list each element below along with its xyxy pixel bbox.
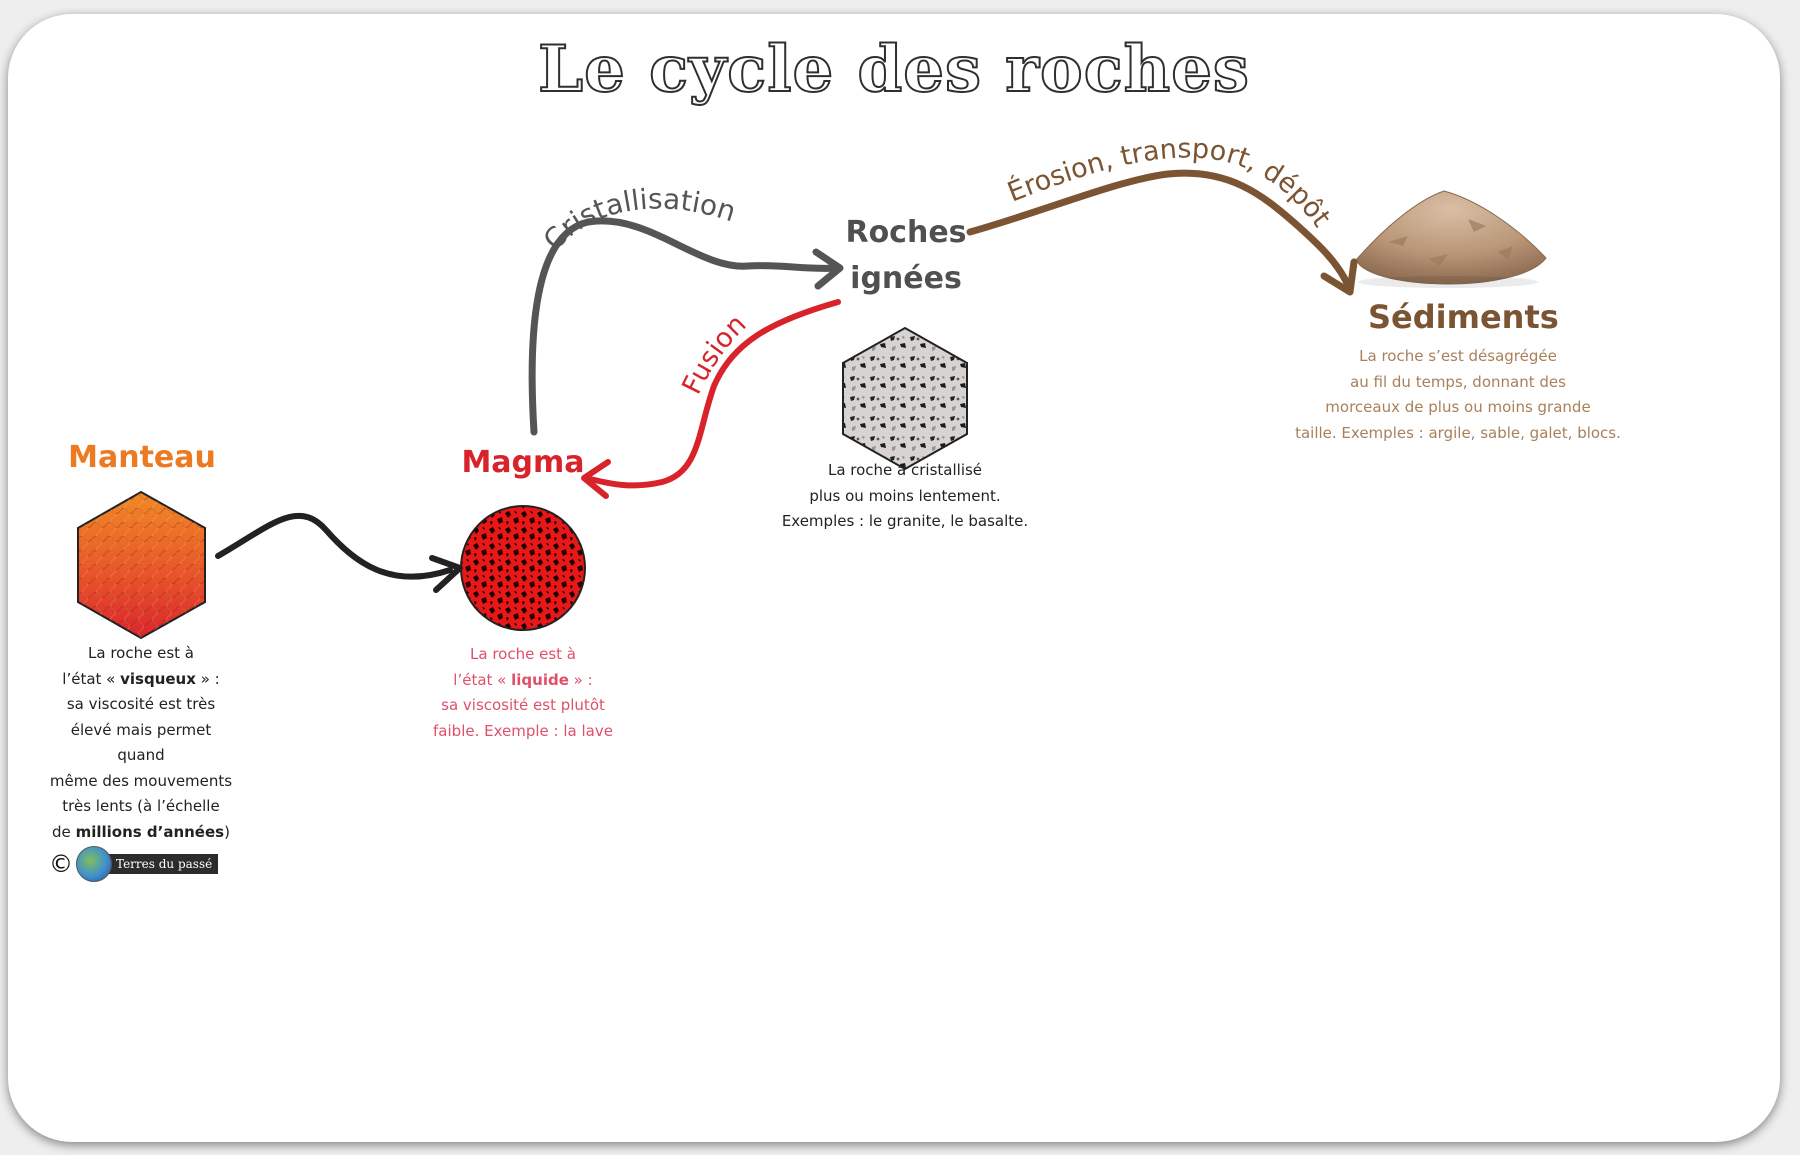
magma-desc-line: sa viscosité est plutôt — [441, 696, 605, 714]
manteau-desc-line: très lents (à l’échelle — [62, 797, 220, 815]
ignees-desc-line: La roche a cristallisé — [827, 461, 983, 479]
manteau-desc-line: sa viscosité est très — [66, 695, 216, 713]
roches-ignees-description: La roche a cristallisé plus ou moins len… — [760, 458, 1050, 535]
globe-icon — [76, 846, 112, 882]
magma-desc-line: faible. Exemple : la lave — [433, 721, 613, 740]
credit-footer: © Terres du passé — [48, 846, 219, 882]
arrow-erosion — [966, 169, 1358, 296]
manteau-desc-line: La roche est à — [88, 644, 194, 662]
credit-label: Terres du passé — [106, 854, 219, 874]
ignees-desc-line: Exemples : le granite, le basalte. — [781, 512, 1029, 530]
sand-pile-icon — [1355, 190, 1547, 288]
arrow-cristallisation — [528, 217, 844, 436]
sediments-desc-line: taille. Exemples : argile, sable, galet,… — [1295, 423, 1621, 442]
roches-ignees-title: Roches ignées — [828, 210, 984, 302]
ignees-desc-line: plus ou moins lentement. — [809, 486, 1001, 505]
label-cristallisation: Cristallisation — [537, 182, 740, 256]
manteau-desc-line: même des mouvements — [49, 771, 233, 790]
magma-desc-line: l’état « liquide » : — [453, 670, 593, 689]
diagram-canvas: Cristallisation Fusion Érosion, transpor… — [77, 133, 1547, 640]
sediments-title: Sédiments — [1368, 298, 1559, 336]
diagram-card: Le cycle des roches — [8, 14, 1780, 1142]
manteau-description: La roche est à l’état « visqueux » : sa … — [48, 641, 234, 845]
magma-desc-line: La roche est à — [470, 645, 576, 663]
manteau-texture-icon — [77, 490, 206, 640]
sediments-desc-line: La roche s’est désagrégée — [1359, 347, 1557, 365]
manteau-desc-line: de millions d’années) — [52, 822, 230, 841]
manteau-title: Manteau — [68, 440, 216, 475]
magma-description: La roche est à l’état « liquide » : sa v… — [418, 642, 628, 744]
copyright-icon: © — [49, 850, 73, 878]
sediments-desc-line: morceaux de plus ou moins grande — [1325, 398, 1591, 416]
manteau-desc-line: élevé mais permet quand — [70, 720, 212, 765]
sediments-desc-line: au fil du temps, donnant des — [1350, 372, 1566, 391]
arrow-fusion — [581, 299, 841, 499]
magma-title: Magma — [461, 445, 585, 480]
granite-texture-icon — [842, 326, 968, 471]
magma-texture-icon — [460, 505, 586, 631]
roches-ignees-title-line2: ignées — [850, 261, 962, 296]
sediments-description: La roche s’est désagrégée au fil du temp… — [1278, 344, 1638, 446]
manteau-desc-line: l’état « visqueux » : — [62, 669, 220, 688]
page-title: Le cycle des roches — [537, 31, 1250, 108]
arrow-manteau-to-magma — [215, 512, 463, 593]
roches-ignees-title-line1: Roches — [845, 215, 967, 250]
